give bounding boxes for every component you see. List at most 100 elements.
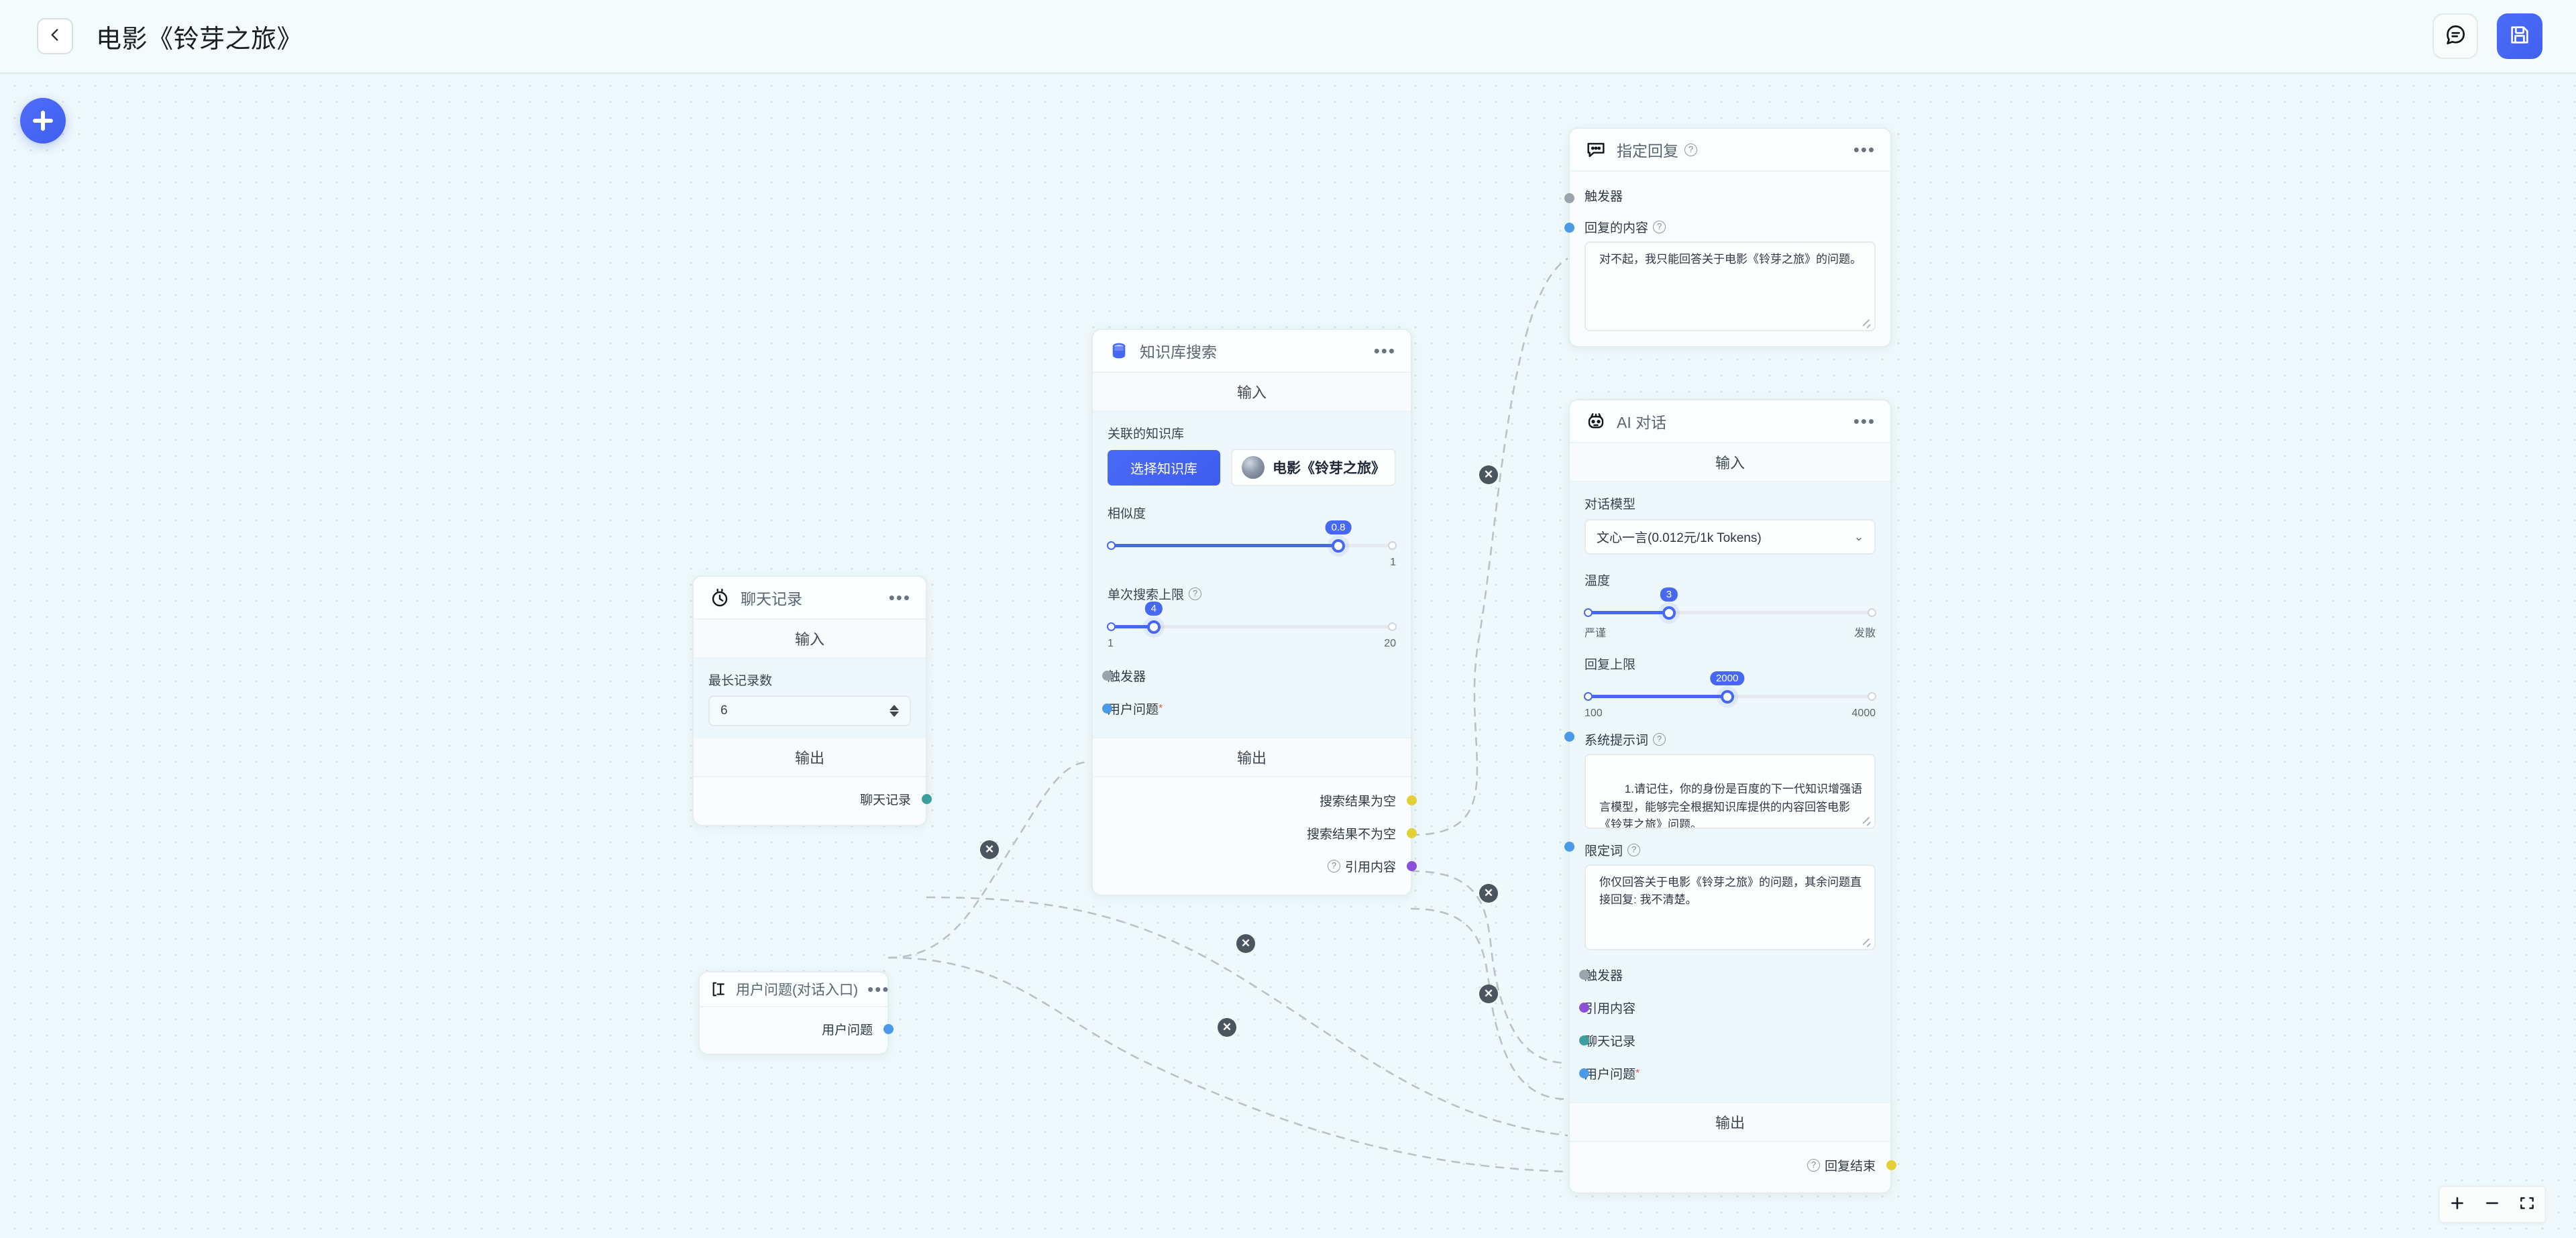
edge-delete-button[interactable]: ✕ — [980, 840, 999, 859]
slider-rail — [1108, 625, 1396, 628]
node-menu-button[interactable]: ••• — [1373, 340, 1396, 361]
port-dot-yellow[interactable] — [1406, 795, 1417, 805]
model-select[interactable]: 文心一言(0.012元/1k Tokens) ⌄ — [1585, 519, 1876, 555]
back-button[interactable] — [37, 18, 73, 54]
reply-limit-slider[interactable]: 2000 — [1584, 671, 1876, 704]
node-menu-button[interactable]: ••• — [1853, 139, 1876, 160]
port-out-empty[interactable]: 搜索结果为空 — [1093, 784, 1417, 817]
edge-delete-button[interactable]: ✕ — [1218, 1018, 1236, 1037]
port-in-chat-record[interactable]: 聊天记录 — [1578, 1024, 1876, 1057]
port-dot-blue[interactable] — [1102, 704, 1112, 714]
help-icon[interactable]: ? — [1189, 587, 1202, 600]
edge-delete-button[interactable]: ✕ — [1479, 984, 1498, 1003]
port-dot-blue[interactable] — [1564, 223, 1574, 233]
port-dot-blue[interactable] — [1564, 732, 1574, 742]
node-body-input: 关联的知识库 选择知识库 电影《铃芽之旅》 相似度 0.8 1 — [1093, 412, 1411, 737]
save-button[interactable] — [2497, 13, 2542, 59]
port-dot-purple[interactable] — [1406, 861, 1417, 871]
edge-delete-button[interactable]: ✕ — [1236, 934, 1255, 953]
port-in-user-question[interactable]: 用户问题* — [1102, 692, 1396, 725]
node-fixed-reply[interactable]: 指定回复 ? ••• 触发器 回复的内容 ? 对不起，我只能回答关于电影《铃芽之… — [1564, 127, 1892, 347]
zoom-out-button[interactable] — [2475, 1187, 2510, 1222]
node-body-input: 对话模型 文心一言(0.012元/1k Tokens) ⌄ 温度 3 严谨 发散… — [1564, 482, 1890, 1102]
help-icon[interactable]: ? — [1653, 733, 1666, 746]
port-out-quote[interactable]: ? 引用内容 — [1093, 850, 1417, 883]
help-icon[interactable]: ? — [1627, 844, 1641, 856]
port-out-chat-record[interactable]: 聊天记录 — [694, 783, 932, 815]
port-in-user-question[interactable]: 用户问题* — [1578, 1057, 1876, 1090]
temperature-knob[interactable] — [1662, 606, 1676, 620]
edge-delete-button[interactable]: ✕ — [1479, 884, 1498, 903]
similarity-slider[interactable]: 0.8 — [1107, 520, 1397, 553]
node-menu-button[interactable]: ••• — [867, 978, 890, 999]
slider-endpoint-left — [1584, 608, 1593, 617]
limit-max: 20 — [1384, 638, 1396, 649]
port-in-trigger[interactable]: 触发器 — [1578, 958, 1876, 991]
port-dot-grey[interactable] — [1578, 970, 1589, 980]
resize-grip-icon — [1862, 938, 1872, 947]
port-in-reply-content[interactable]: 回复的内容 ? — [1564, 214, 1876, 241]
port-out-reply-end[interactable]: ? 回复结束 — [1570, 1149, 1896, 1182]
robot-icon — [1585, 410, 1607, 433]
similarity-knob[interactable] — [1332, 539, 1345, 553]
port-dot-teal[interactable] — [921, 794, 932, 804]
port-dot-blue[interactable] — [1564, 842, 1574, 852]
temperature-scale: 严谨 发散 — [1585, 624, 1876, 640]
node-ai-chat[interactable]: AI 对话 ••• 输入 对话模型 文心一言(0.012元/1k Tokens)… — [1564, 399, 1896, 1194]
temperature-slider[interactable]: 3 — [1584, 587, 1876, 620]
reply-limit-knob[interactable] — [1720, 690, 1734, 704]
flow-canvas[interactable]: 聊天记录 ••• 输入 最长记录数 6 输出 聊天记录 — [0, 74, 2576, 1238]
port-in-system-prompt[interactable]: 系统提示词 ? — [1564, 720, 1876, 754]
node-title: 指定回复 — [1617, 142, 1678, 160]
port-in-quote[interactable]: 引用内容 — [1578, 991, 1876, 1024]
node-body-output: ? 回复结束 — [1570, 1142, 1896, 1192]
node-chat-record[interactable]: 聊天记录 ••• 输入 最长记录数 6 输出 聊天记录 — [692, 575, 932, 826]
node-user-question[interactable]: 用户问题(对话入口) ••• 用户问题 — [698, 971, 894, 1055]
similarity-max: 1 — [1390, 557, 1396, 568]
help-icon[interactable]: ? — [1653, 221, 1666, 233]
section-input-label: 输入 — [1093, 373, 1411, 412]
node-menu-button[interactable]: ••• — [888, 587, 911, 608]
port-in-trigger[interactable]: 触发器 — [1102, 659, 1396, 692]
limit-knob[interactable] — [1146, 620, 1161, 634]
reply-limit-scale: 100 4000 — [1585, 708, 1876, 720]
slider-fill — [1108, 625, 1154, 628]
edge-delete-button[interactable]: ✕ — [1479, 465, 1498, 484]
limit-slider[interactable]: 4 — [1107, 602, 1397, 634]
port-dot-blue[interactable] — [1578, 1068, 1589, 1078]
port-dot-teal[interactable] — [1578, 1035, 1589, 1046]
stepper-up-icon[interactable] — [890, 705, 899, 710]
port-dot-yellow[interactable] — [1886, 1160, 1896, 1170]
temperature-max: 发散 — [1854, 628, 1876, 639]
node-menu-button[interactable]: ••• — [1853, 410, 1876, 431]
node-knowledge-base-search[interactable]: 知识库搜索 ••• 输入 关联的知识库 选择知识库 电影《铃芽之旅》 相似度 0… — [1091, 329, 1417, 896]
qualifier-textarea[interactable]: 你仅回答关于电影《铃芽之旅》的问题，其余问题直接回复: 我不清楚。 — [1585, 864, 1876, 950]
port-in-qualifier[interactable]: 限定词 ? — [1564, 829, 1876, 864]
fit-view-button[interactable] — [2510, 1187, 2544, 1222]
port-dot-yellow[interactable] — [1406, 828, 1417, 838]
port-out-user-question[interactable]: 用户问题 — [700, 1013, 894, 1046]
resize-grip-icon — [1862, 816, 1872, 826]
help-icon[interactable]: ? — [1684, 143, 1697, 156]
reply-content-textarea[interactable]: 对不起，我只能回答关于电影《铃芽之旅》的问题。 — [1585, 241, 1876, 331]
help-icon[interactable]: ? — [1327, 860, 1340, 873]
port-dot-grey[interactable] — [1564, 193, 1574, 203]
help-icon[interactable]: ? — [1807, 1159, 1820, 1172]
port-in-trigger[interactable]: 触发器 — [1564, 182, 1876, 214]
system-prompt-textarea[interactable]: 1.请记住，你的身份是百度的下一代知识增强语言模型，能够完全根据知识库提供的内容… — [1585, 754, 1876, 829]
add-node-button[interactable] — [20, 98, 66, 144]
select-knowledge-base-button[interactable]: 选择知识库 — [1108, 449, 1220, 486]
max-records-stepper[interactable]: 6 — [708, 695, 911, 726]
zoom-in-button[interactable] — [2440, 1187, 2475, 1222]
node-header: 聊天记录 ••• — [694, 577, 926, 620]
chat-preview-button[interactable] — [2432, 13, 2478, 59]
stepper-down-icon[interactable] — [890, 712, 899, 717]
port-dot-blue[interactable] — [883, 1024, 894, 1034]
port-out-not-empty[interactable]: 搜索结果不为空 — [1093, 817, 1417, 850]
port-label: 聊天记录 — [859, 793, 911, 807]
port-dot-grey[interactable] — [1102, 671, 1112, 681]
edge-layer — [888, 258, 1568, 1173]
port-dot-purple[interactable] — [1578, 1003, 1589, 1013]
knowledge-base-avatar — [1242, 456, 1265, 479]
selected-knowledge-base-chip[interactable]: 电影《铃芽之旅》 — [1231, 449, 1396, 486]
